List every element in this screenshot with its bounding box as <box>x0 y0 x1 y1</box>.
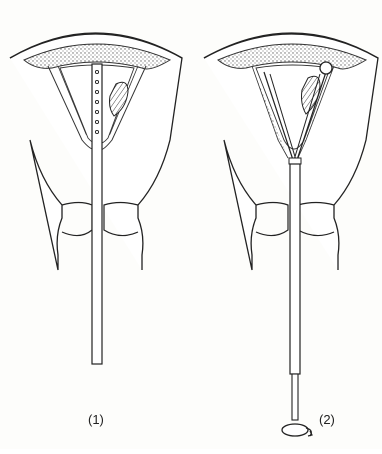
figure-2 <box>204 33 378 436</box>
figure-1 <box>10 33 182 364</box>
instrument-sheath-2 <box>290 164 300 374</box>
figure-1-caption: (1) <box>88 412 104 427</box>
ball-tip-2 <box>320 62 332 74</box>
curette-cannula-1 <box>92 64 102 364</box>
instrument-rod-2 <box>292 374 298 420</box>
handle-2 <box>282 424 308 436</box>
figure-2-caption: (2) <box>319 412 335 427</box>
